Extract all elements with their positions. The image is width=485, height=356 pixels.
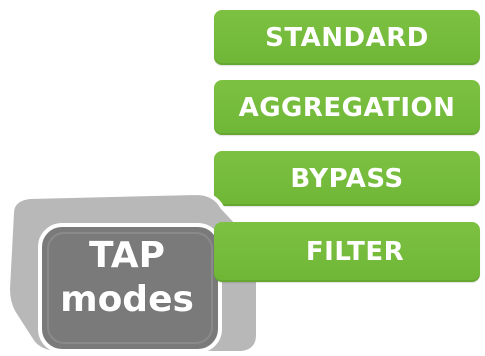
tap-modes-label: TAP modes — [52, 234, 202, 322]
mode-filter-label: FILTER — [305, 237, 405, 267]
tap-label-line2: modes — [60, 279, 194, 320]
mode-standard: STANDARD — [214, 10, 480, 65]
mode-aggregation: AGGREGATION — [214, 80, 480, 135]
mode-standard-label: STANDARD — [265, 22, 429, 53]
mode-aggregation-label: AGGREGATION — [238, 92, 456, 123]
tap-box-3d — [0, 185, 265, 356]
mode-bypass-label: BYPASS — [290, 163, 404, 194]
mode-filter: FILTER — [214, 222, 480, 282]
tap-label-line1: TAP — [88, 235, 165, 276]
mode-bypass: BYPASS — [214, 151, 480, 206]
